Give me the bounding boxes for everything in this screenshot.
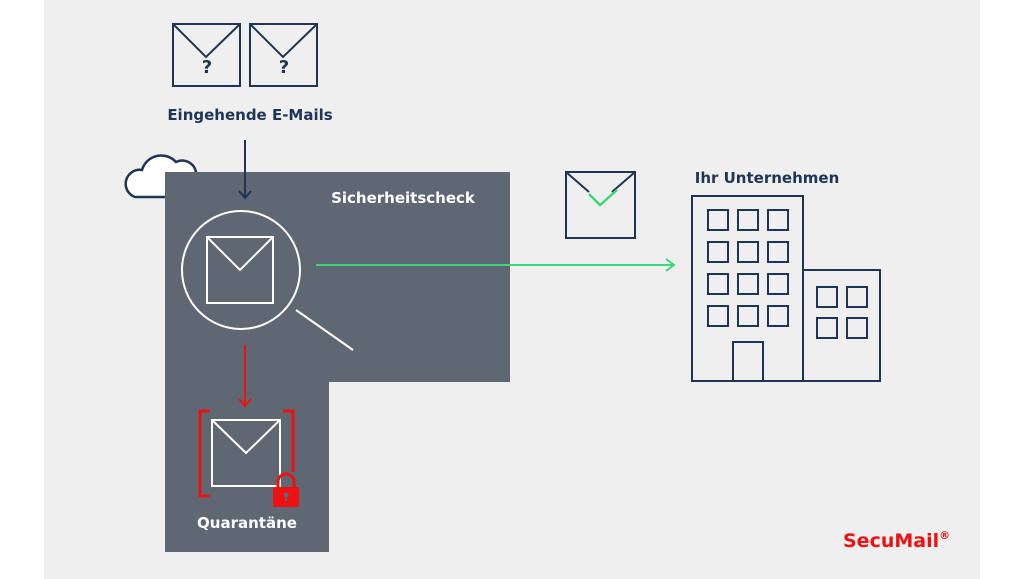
security-check-area [165, 172, 510, 552]
question-mark: ? [202, 57, 212, 78]
quarantine-arrow [238, 345, 252, 408]
verified-mail-icon [565, 171, 636, 239]
security-check-label: Sicherheitscheck [331, 189, 476, 207]
brand-logo: SecuMail® [843, 529, 950, 552]
delivery-arrow [316, 258, 676, 272]
lock-icon [273, 472, 299, 507]
arrow-down-icon [238, 140, 252, 200]
incoming-mail-icon [172, 23, 318, 87]
quarantine-icon [198, 409, 295, 498]
company-label: Ihr Unternehmen [695, 169, 840, 187]
magnifier-icon [181, 210, 354, 351]
incoming-mails-label: Eingehende E-Mails [167, 106, 332, 124]
quarantine-label: Quarantäne [197, 514, 297, 532]
building-icon [691, 195, 881, 382]
question-mark: ? [279, 57, 289, 78]
